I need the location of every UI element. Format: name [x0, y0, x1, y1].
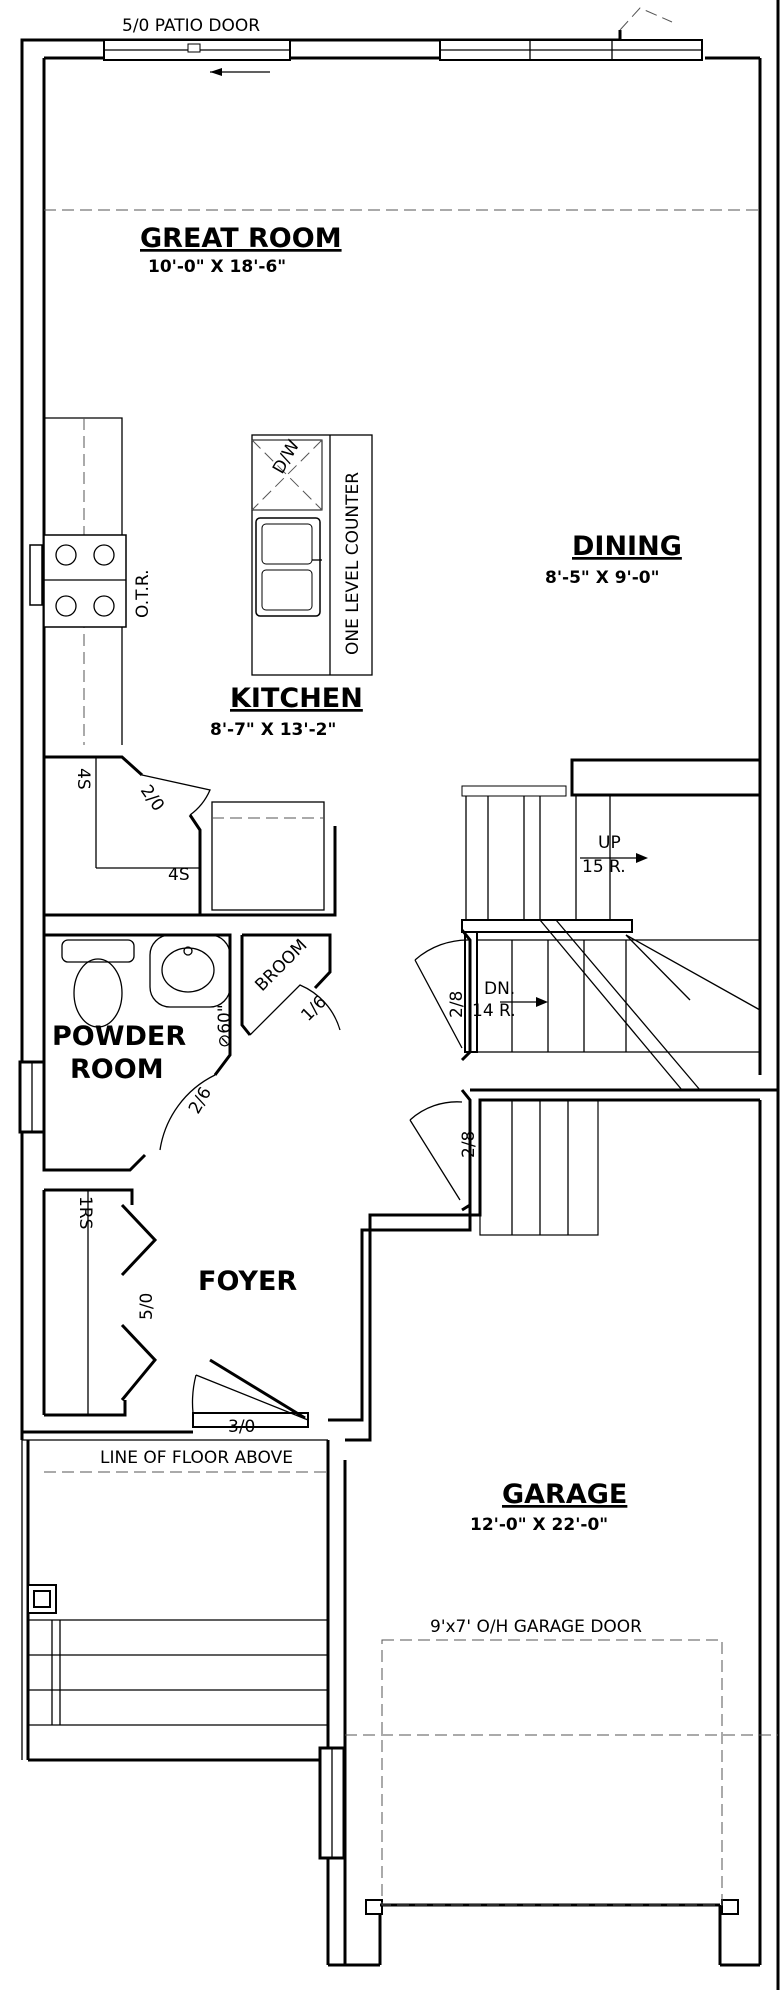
stair-up-label: UP — [598, 833, 621, 853]
garage-dims: 12'-0" X 22'-0" — [470, 1515, 608, 1535]
closet-door-label: 5/0 — [137, 1293, 157, 1320]
door-2-8-lower-label: 2/8 — [459, 1131, 479, 1158]
patio-door-label: 5/0 PATIO DOOR — [122, 16, 260, 36]
door-2-8-upper-label: 2/8 — [447, 991, 467, 1018]
garage-door-label: 9'x7' O/H GARAGE DOOR — [430, 1617, 642, 1637]
exterior-walls — [20, 0, 780, 1990]
stair-dn-risers: 14 R. — [472, 1001, 516, 1021]
shelf-4s-top: 4S — [73, 768, 93, 790]
front-porch — [27, 1584, 328, 1726]
door-2-0-label: 2/0 — [136, 781, 168, 815]
windows — [18, 7, 739, 1965]
great-room-name: GREAT ROOM — [140, 223, 342, 254]
shower-60-label: ⊘60" — [215, 1004, 235, 1048]
pantry — [42, 755, 337, 917]
closet-1rs-label: 1RS — [75, 1196, 95, 1229]
foyer-name: FOYER — [198, 1266, 297, 1297]
door-2-6-label: 2/6 — [185, 1084, 216, 1118]
foyer-closet — [22, 1188, 309, 1434]
front-door-label: 3/0 — [228, 1417, 255, 1437]
labels: 5/0 PATIO DOOR GREAT ROOM 10'-0" X 18'-6… — [52, 16, 682, 1637]
broom-closet — [240, 933, 341, 1036]
kitchen-dims: 8'-7" X 13'-2" — [210, 720, 336, 740]
stair-dn-label: DN. — [484, 979, 515, 999]
otr-label: O.T.R. — [133, 570, 153, 618]
powder-room-name-line1: POWDER — [52, 1021, 186, 1052]
kitchen-casework — [43, 417, 373, 745]
stair-up-risers: 15 R. — [582, 857, 626, 877]
powder-room — [42, 933, 232, 1172]
powder-room-name-line2: ROOM — [70, 1054, 164, 1085]
floor-above-label: LINE OF FLOOR ABOVE — [100, 1448, 293, 1468]
kitchen-name: KITCHEN — [230, 683, 363, 714]
great-room-dims: 10'-0" X 18'-6" — [148, 257, 286, 277]
counter-label: ONE LEVEL COUNTER — [343, 472, 363, 655]
dining-dims: 8'-5" X 9'-0" — [545, 568, 660, 588]
shelf-4s-bottom: 4S — [168, 865, 190, 885]
dining-name: DINING — [572, 531, 682, 562]
door-1-6-label: 1/6 — [297, 992, 330, 1025]
floor-above-lines — [44, 209, 778, 1906]
garage-name: GARAGE — [502, 1479, 627, 1510]
stairs — [409, 785, 761, 1236]
dishwasher-label: D/W — [269, 436, 304, 477]
